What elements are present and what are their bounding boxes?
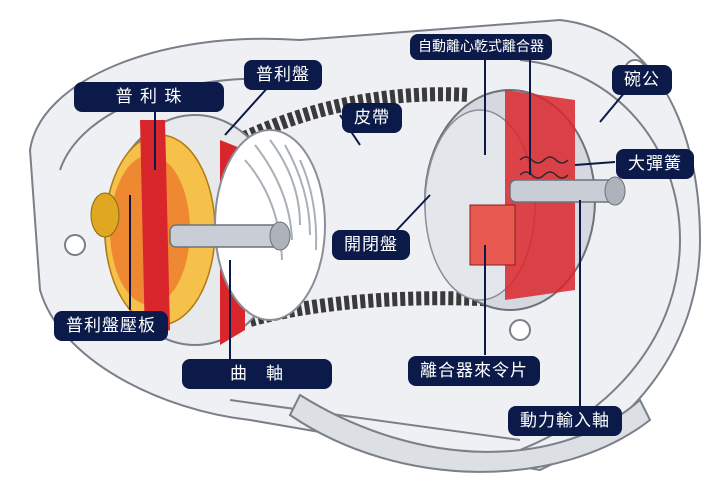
label-auto-clutch: 自動離心乾式離合器 bbox=[410, 34, 552, 60]
leader-lines bbox=[129, 60, 626, 408]
label-sliding-sheave: 開閉盤 bbox=[332, 230, 410, 260]
label-bowl: 碗公 bbox=[612, 65, 672, 95]
label-output-shaft: 動力輸入軸 bbox=[508, 406, 622, 436]
label-clutch-shoe: 離合器來令片 bbox=[408, 356, 540, 386]
label-big-spring: 大彈簧 bbox=[616, 149, 694, 179]
label-roller: 普 利 珠 bbox=[74, 82, 224, 112]
cover-plate bbox=[288, 393, 652, 473]
label-belt: 皮帶 bbox=[342, 103, 402, 133]
clutch-assembly bbox=[424, 89, 626, 311]
label-pulley-plate: 普利盤壓板 bbox=[54, 311, 168, 341]
label-crankshaft: 曲 軸 bbox=[182, 359, 332, 389]
label-pulley: 普利盤 bbox=[244, 60, 322, 90]
